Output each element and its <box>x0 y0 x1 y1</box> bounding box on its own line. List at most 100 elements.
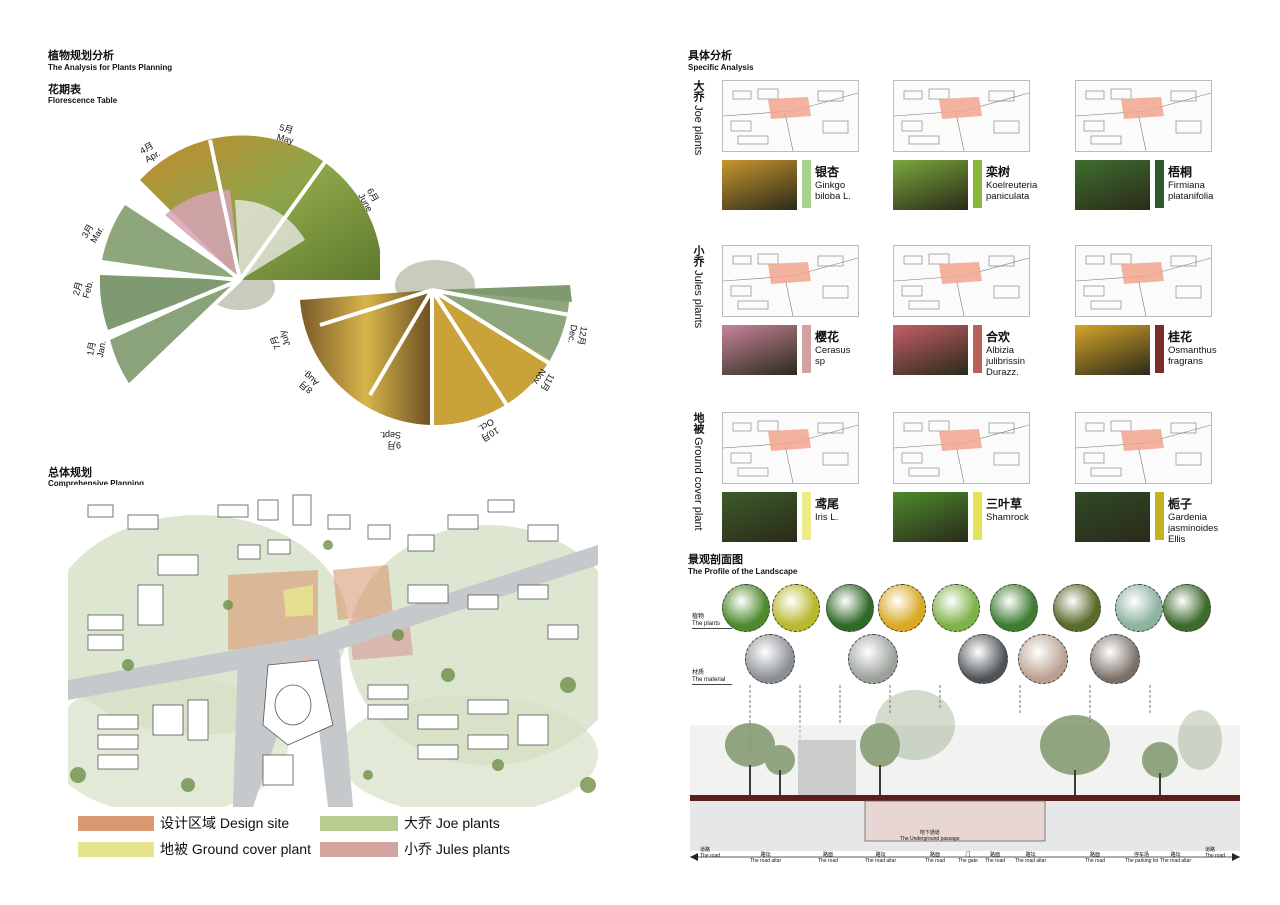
comp-title-en: Comprehensive Planning <box>48 479 145 488</box>
group-label-jules: 小乔 Jules plants <box>692 245 704 329</box>
plant-color-bar <box>1155 325 1164 373</box>
plant-map <box>1075 245 1212 317</box>
plant-color-bar <box>802 325 811 373</box>
tree-plan-circle <box>1053 584 1101 632</box>
florescence-diagram <box>99 135 572 430</box>
plant-color-bar <box>973 492 982 540</box>
plant-photo <box>1075 492 1150 542</box>
legend-ground: 地被 Ground cover plant <box>160 841 311 857</box>
group-label-ground: 地被 Ground cover plant <box>692 412 704 531</box>
legend-swatch-ground <box>78 842 154 857</box>
plant-name-cn: 三叶草 <box>986 497 1023 511</box>
zone-ground-cover <box>283 585 313 617</box>
plant-name-en: Shamrock <box>986 512 1029 523</box>
plant-name-cn: 桂花 <box>1168 330 1193 344</box>
plant-color-bar <box>802 492 811 540</box>
sector-jan <box>110 280 240 385</box>
plants-title-en: The Analysis for Plants Planning <box>48 63 173 72</box>
plant-name-cn: 栾树 <box>986 165 1011 179</box>
flower-title-en: Florescence Table <box>48 96 118 105</box>
plant-name-cn: 合欢 <box>986 330 1011 344</box>
legend-jules: 小乔 Jules plants <box>404 841 510 857</box>
plant-color-bar <box>973 160 982 208</box>
legend-swatch-joe <box>320 816 398 831</box>
sector-jul-sep <box>300 290 432 425</box>
legend-design-site: 设计区域 Design site <box>160 815 290 831</box>
plant-map <box>893 245 1030 317</box>
plant-name-cn: 银杏 <box>815 165 840 179</box>
plants-title-cn: 植物规划分析 <box>48 50 114 62</box>
tree-plan-circle <box>990 584 1038 632</box>
material-circle <box>745 634 795 684</box>
plant-photo <box>893 325 968 375</box>
plant-map <box>893 412 1030 484</box>
plant-color-bar <box>1155 492 1164 540</box>
plant-photo <box>1075 160 1150 210</box>
legend-swatch-design-site <box>78 816 154 831</box>
plant-map <box>1075 412 1212 484</box>
tree-plan-circle <box>772 584 820 632</box>
tree-plan-circle <box>826 584 874 632</box>
specific-title-cn: 具体分析 <box>688 50 732 62</box>
specific-title-en: Specific Analysis <box>688 63 754 72</box>
plant-map <box>893 80 1030 152</box>
plant-map <box>722 412 859 484</box>
plant-color-bar <box>1155 160 1164 208</box>
plant-photo <box>893 492 968 542</box>
material-circle <box>958 634 1008 684</box>
tree-plan-circle <box>722 584 770 632</box>
plant-color-bar <box>802 160 811 208</box>
tree-plan-circle <box>932 584 980 632</box>
flower-title-cn: 花期表 <box>48 84 81 96</box>
tree-plan-circle <box>878 584 926 632</box>
plant-map <box>722 80 859 152</box>
comp-title-cn: 总体规划 <box>48 467 92 479</box>
landscape-section <box>690 685 1240 861</box>
plant-name-cn: 梧桐 <box>1168 165 1193 179</box>
plant-photo <box>893 160 968 210</box>
plant-photo <box>1075 325 1150 375</box>
plant-map <box>1075 80 1212 152</box>
site-plan <box>68 485 598 807</box>
plant-name-en: Iris L. <box>815 512 839 523</box>
plant-color-bar <box>973 325 982 373</box>
sector-oct <box>432 290 550 426</box>
profile-title-en: The Profile of the Landscape <box>688 567 798 576</box>
plant-photo <box>722 325 797 375</box>
material-circle <box>848 634 898 684</box>
plant-name-cn: 栀子 <box>1168 497 1193 511</box>
tree-plan-circle <box>1115 584 1163 632</box>
plant-name-cn: 鸢尾 <box>815 497 840 511</box>
sector-mar <box>102 205 240 280</box>
sector-feb <box>99 275 240 330</box>
group-label-joe: 大乔 Joe plants <box>692 80 704 156</box>
legend-joe: 大乔 Joe plants <box>404 815 500 831</box>
plant-map <box>722 245 859 317</box>
profile-title-cn: 景观剖面图 <box>688 554 743 566</box>
plant-photo <box>722 160 797 210</box>
